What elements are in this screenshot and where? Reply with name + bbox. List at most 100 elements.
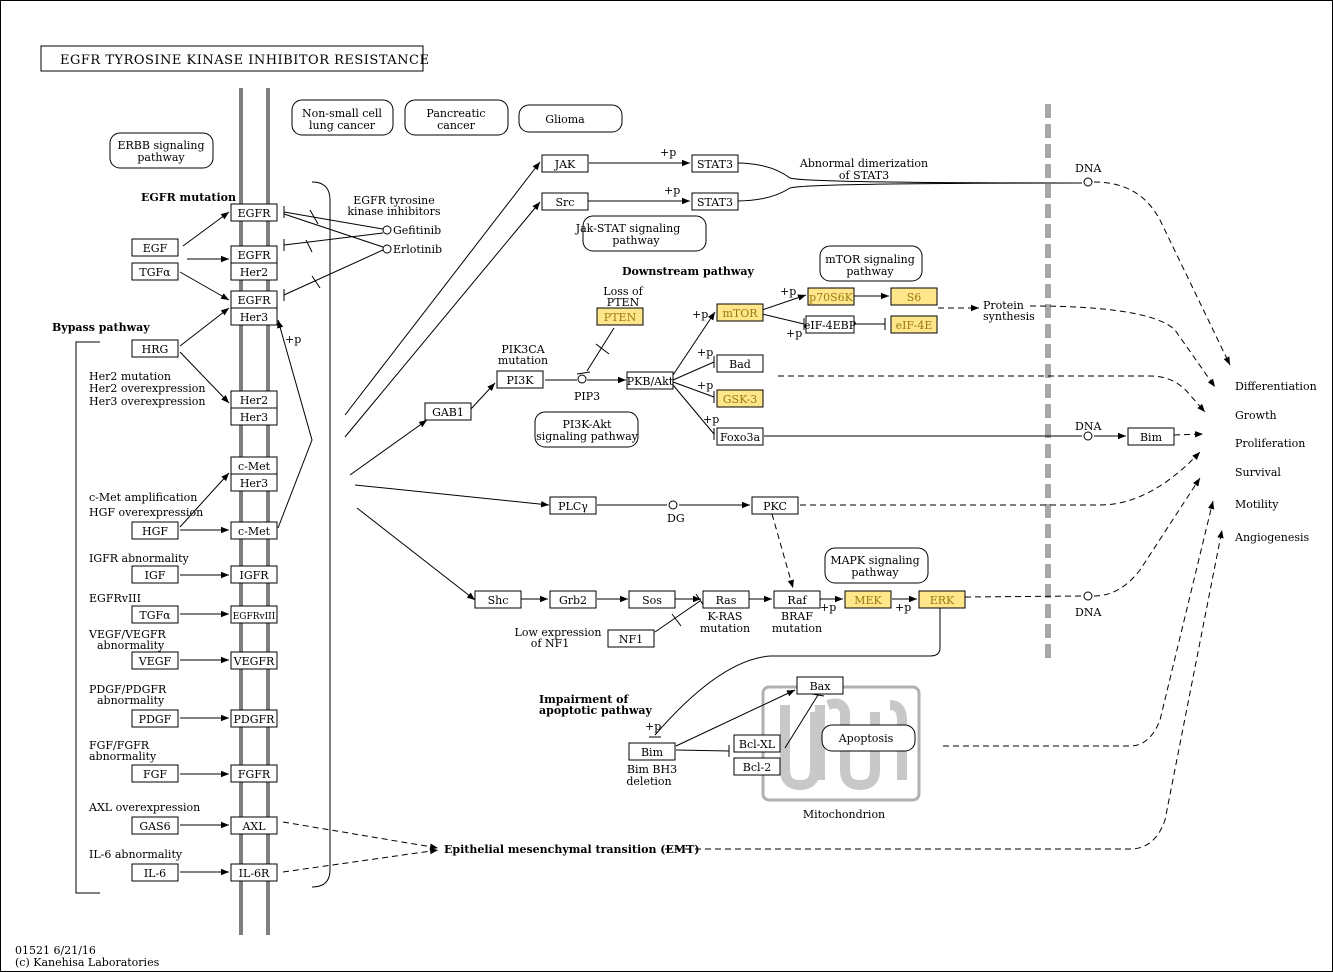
gene-tgfa2[interactable]: TGFα xyxy=(131,605,179,624)
map-link-pancreatic[interactable]: Pancreatic cancer xyxy=(404,99,509,136)
gene-p70s6k[interactable]: p70S6K xyxy=(807,287,855,306)
kras-label: mutation xyxy=(700,622,750,635)
gene-il6[interactable]: IL-6 xyxy=(131,863,179,882)
gene-her3c[interactable]: Her3 xyxy=(230,473,278,492)
gene-sos[interactable]: Sos xyxy=(628,590,676,609)
map-link-erbb[interactable]: ERBB signaling pathway xyxy=(109,132,214,169)
gene-box xyxy=(733,734,781,753)
map-link-jakstat[interactable]: Jak-STAT signaling pathway xyxy=(575,215,707,252)
gene-box xyxy=(890,315,938,334)
gene-eif4e[interactable]: eIF-4E xyxy=(890,315,938,334)
braf-label: mutation xyxy=(772,622,822,635)
gene-cmet1[interactable]: c-Met xyxy=(230,456,278,475)
gene-bcl2[interactable]: Bcl-2 xyxy=(733,757,781,776)
gene-fgf[interactable]: FGF xyxy=(131,764,179,783)
gene-bim1[interactable]: Bim xyxy=(1127,427,1175,446)
gene-her3b[interactable]: Her3 xyxy=(230,407,278,426)
dna-node-1 xyxy=(1083,177,1093,187)
gene-her3a[interactable]: Her3 xyxy=(230,307,278,326)
gene-egfr1[interactable]: EGFR xyxy=(230,203,278,222)
gene-bad[interactable]: Bad xyxy=(716,354,764,373)
map-link-mapk[interactable]: MAPK signaling pathway xyxy=(824,547,929,584)
gene-label: Her3 xyxy=(240,411,268,424)
gene-pi3k[interactable]: PI3K xyxy=(496,370,544,389)
gene-pdgf[interactable]: PDGF xyxy=(131,709,179,728)
gene-box xyxy=(131,816,179,835)
gene-label: VEGFR xyxy=(233,655,275,668)
gene-bim2[interactable]: Bim xyxy=(628,742,676,761)
gene-igf[interactable]: IGF xyxy=(131,565,179,584)
gene-axl[interactable]: AXL xyxy=(230,816,278,835)
gene-cmet2[interactable]: c-Met xyxy=(230,521,278,540)
gene-egfr2[interactable]: EGFR xyxy=(230,245,278,264)
plusp-label: +p xyxy=(664,184,680,197)
gene-her2b[interactable]: Her2 xyxy=(230,390,278,409)
gene-s6[interactable]: S6 xyxy=(890,287,938,306)
gene-box xyxy=(474,590,522,609)
gene-pkb[interactable]: PKB/Akt xyxy=(626,371,674,390)
gefitinib-compound xyxy=(382,225,392,235)
gene-hrg[interactable]: HRG xyxy=(131,339,179,358)
gene-jak[interactable]: JAK xyxy=(541,154,589,173)
gene-vegfr[interactable]: VEGFR xyxy=(230,651,278,670)
gene-gab1[interactable]: GAB1 xyxy=(424,402,472,421)
gene-label: c-Met xyxy=(238,460,271,473)
gene-nf1[interactable]: NF1 xyxy=(607,629,655,648)
gene-igfr[interactable]: IGFR xyxy=(230,565,278,584)
gene-src[interactable]: Src xyxy=(541,192,589,211)
gene-egfr3[interactable]: EGFR xyxy=(230,290,278,309)
pik3ca-label: mutation xyxy=(498,354,548,367)
outcome-angiogenesis: Angiogenesis xyxy=(1234,531,1310,544)
dna-label: DNA xyxy=(1075,420,1102,433)
gene-egfrviii[interactable]: EGFRvIII xyxy=(230,605,278,624)
gene-plcg[interactable]: PLCγ xyxy=(549,496,597,515)
map-link-mtor[interactable]: mTOR signaling pathway xyxy=(819,245,923,282)
gene-mek[interactable]: MEK xyxy=(844,590,892,609)
gene-shc[interactable]: Shc xyxy=(474,590,522,609)
gene-ras[interactable]: Ras xyxy=(702,590,750,609)
gene-bax[interactable]: Bax xyxy=(796,676,844,695)
gene-hgf[interactable]: HGF xyxy=(131,521,179,540)
gene-gsk3[interactable]: GSK-3 xyxy=(716,389,764,408)
map-link-nsclc[interactable]: Non-small cell lung cancer xyxy=(291,99,394,136)
her-mutation-label: Her2 mutation xyxy=(89,370,171,383)
map-link-label: lung cancer xyxy=(309,119,376,132)
map-link-apoptosis[interactable]: Apoptosis xyxy=(821,724,916,752)
gene-box xyxy=(230,521,278,540)
map-link-glioma[interactable]: Glioma xyxy=(518,104,623,133)
gene-pkc[interactable]: PKC xyxy=(751,496,799,515)
gene-label: mTOR xyxy=(722,307,758,320)
gene-grb2[interactable]: Grb2 xyxy=(549,590,597,609)
gene-tgfa[interactable]: TGFα xyxy=(131,262,179,281)
gene-bclxl[interactable]: Bcl-XL xyxy=(733,734,781,753)
gene-mtor[interactable]: mTOR xyxy=(716,303,764,322)
gene-vegf[interactable]: VEGF xyxy=(131,651,179,670)
gene-fgfr[interactable]: FGFR xyxy=(230,764,278,783)
gene-il6r[interactable]: IL-6R xyxy=(230,863,278,882)
map-link-pi3k[interactable]: PI3K-Akt signaling pathway xyxy=(534,411,639,448)
pdgf-label: PDGF/PDGFR xyxy=(89,683,167,696)
gene-egf[interactable]: EGF xyxy=(131,238,179,257)
gene-eif4ebp[interactable]: eIF-4EBP xyxy=(804,315,857,334)
map-link-label: Non-small cell xyxy=(302,107,382,120)
dg-label: DG xyxy=(667,512,685,525)
gene-foxo3a[interactable]: Foxo3a xyxy=(716,427,764,446)
gene-stat3b[interactable]: STAT3 xyxy=(691,192,739,211)
bypass-bracket xyxy=(75,341,100,894)
gene-label: eIF-4EBP xyxy=(804,319,857,332)
gene-box xyxy=(1127,427,1175,446)
gene-raf[interactable]: Raf xyxy=(773,590,821,609)
gene-label: Her3 xyxy=(240,477,268,490)
axl-label: AXL overexpression xyxy=(88,801,200,814)
gene-gas6[interactable]: GAS6 xyxy=(131,816,179,835)
dna-node-3 xyxy=(1083,591,1093,601)
gene-erk[interactable]: ERK xyxy=(918,590,966,609)
gene-her2a[interactable]: Her2 xyxy=(230,262,278,281)
plusp-label: +p xyxy=(820,601,836,614)
gene-pten[interactable]: PTEN xyxy=(596,307,644,326)
gene-nodes: EGFTGFαHRGHGFIGFTGFαVEGFPDGFFGFGAS6IL-6E… xyxy=(131,154,1175,882)
egfrviii-label: EGFRvIII xyxy=(89,592,141,605)
gene-pdgfr[interactable]: PDGFR xyxy=(230,709,278,728)
gene-stat3a[interactable]: STAT3 xyxy=(691,154,739,173)
